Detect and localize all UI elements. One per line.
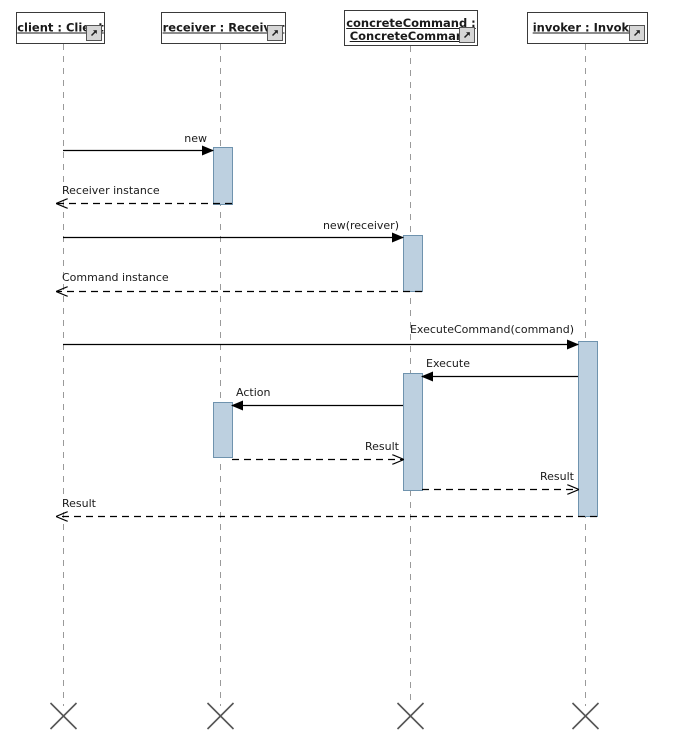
message-label-8: Result (365, 440, 399, 453)
open-link-icon[interactable] (86, 25, 102, 41)
activation-bar-concreteCommand (403, 235, 423, 292)
lifeline-header-concreteCommand[interactable]: concreteCommand :ConcreteCommand (344, 10, 478, 46)
open-link-icon[interactable] (459, 27, 475, 43)
message-label-2: Receiver instance (62, 184, 160, 197)
activations-layer (213, 147, 598, 517)
open-link-icon[interactable] (267, 25, 283, 41)
message-label-7: Action (236, 386, 271, 399)
messages-layer (57, 145, 597, 517)
activation-bar-receiver (213, 402, 233, 458)
message-label-5: ExecuteCommand(command) (409, 323, 574, 336)
message-label-6: Execute (426, 357, 470, 370)
destruction-marker-concreteCommand (396, 702, 425, 730)
message-label-9: Result (540, 470, 574, 483)
destruction-markers-layer (49, 702, 600, 730)
activation-bar-invoker (578, 341, 598, 517)
lifeline-header-label: receiver : Receiver (162, 20, 285, 35)
message-label-4: Command instance (62, 271, 169, 284)
destruction-marker-client (49, 702, 78, 730)
message-label-3: new(receiver) (322, 219, 399, 232)
destruction-marker-invoker (571, 702, 600, 730)
message-label-10: Result (62, 497, 96, 510)
activation-bar-receiver (213, 147, 233, 205)
lifelines-layer (63, 44, 586, 706)
lifeline-header-label: invoker : Invoker (532, 20, 643, 35)
lifeline-header-client[interactable]: client : Client (16, 12, 105, 44)
lifeline-header-label: client : Client (17, 20, 104, 35)
lifeline-header-label: ConcreteCommand (349, 29, 473, 43)
activation-bar-concreteCommand (403, 373, 423, 491)
lifeline-header-receiver[interactable]: receiver : Receiver (161, 12, 286, 44)
lifeline-header-invoker[interactable]: invoker : Invoker (527, 12, 648, 44)
lifeline-header-label: concreteCommand : (346, 16, 476, 30)
open-link-icon[interactable] (629, 25, 645, 41)
message-label-1: new (184, 132, 207, 145)
destruction-marker-receiver (206, 702, 235, 730)
